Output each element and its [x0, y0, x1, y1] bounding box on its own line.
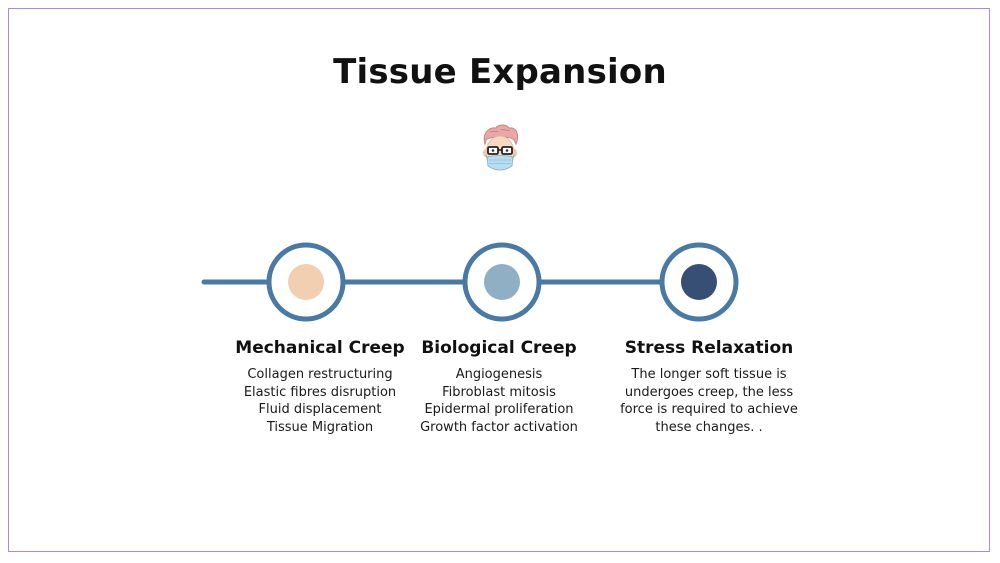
step-2-details: Angiogenesis Fibroblast mitosis Epiderma…: [389, 366, 609, 436]
step-3-detail-line: The longer soft tissue is: [631, 367, 787, 382]
step-1-detail-line: Elastic fibres disruption: [243, 384, 397, 400]
step-1-heading: Mechanical Creep: [235, 338, 405, 358]
step-1-detail-line: Fluid displacement: [258, 402, 382, 417]
step-3-dot: [681, 264, 717, 300]
page-title: Tissue Expansion: [333, 52, 667, 92]
step-3-marker: [659, 242, 739, 322]
step-1-details: Collagen restructuring Elastic fibres di…: [210, 366, 430, 436]
step-3-detail-line: these changes. .: [655, 419, 763, 435]
step-2-marker: [462, 242, 542, 322]
slide-frame: [8, 8, 990, 552]
step-2-heading: Biological Creep: [421, 338, 577, 358]
step-3-heading: Stress Relaxation: [624, 338, 794, 358]
step-1-dot: [288, 264, 324, 300]
step-1-marker: [266, 242, 346, 322]
step-2-detail-line: Epidermal proliferation: [424, 402, 574, 417]
surgeon-avatar-icon: [483, 124, 519, 171]
step-1-detail-line: Tissue Migration: [266, 419, 374, 435]
step-3-detail-line: force is required to achieve: [620, 402, 798, 417]
step-1-detail-line: Collagen restructuring: [247, 367, 393, 382]
step-2-detail-line: Angiogenesis: [455, 367, 543, 382]
step-2-dot: [484, 264, 520, 300]
step-2-detail-line: Fibroblast mitosis: [442, 384, 556, 400]
step-3-detail-line: undergoes creep, the less: [624, 384, 794, 400]
step-2-detail-line: Growth factor activation: [420, 419, 578, 435]
step-3-details: The longer soft tissue is undergoes cree…: [599, 366, 819, 436]
